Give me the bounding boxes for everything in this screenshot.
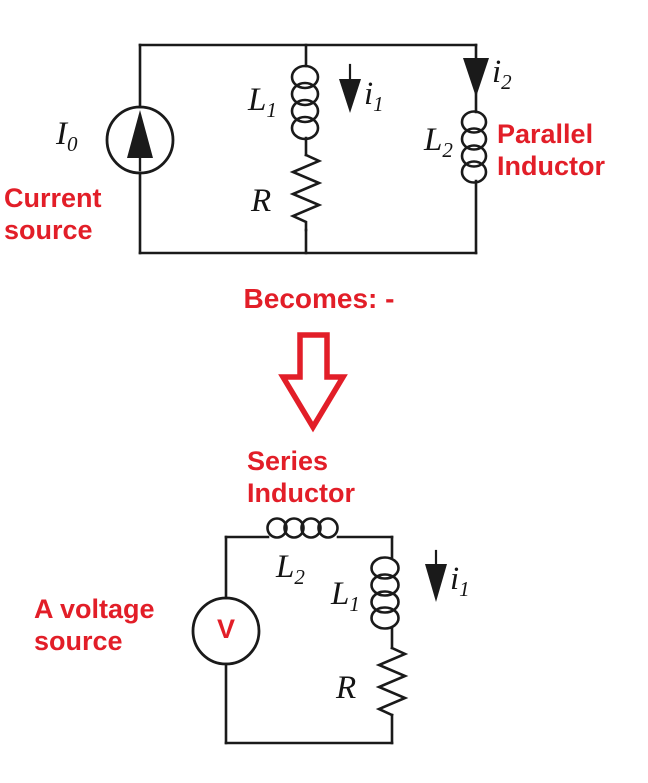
top-inductor2-label: L2 [424,122,453,163]
top-current1-label: i1 [364,76,384,117]
becomes-text: Becomes: - [243,283,395,314]
bottom-inductor1-label: L1 [331,576,360,617]
top-inductor2-coil [460,110,488,184]
top-resistor-zigzag [289,153,323,232]
voltage-source-symbol-label: V [216,614,235,644]
bottom-inductor2-label: L2 [276,549,305,590]
bottom-circuit [191,517,447,745]
bottom-current1-label: i1 [450,561,470,602]
top-inductor1-coil [290,64,320,141]
block-arrow-down-icon [278,332,348,433]
top-inductor1-label: L1 [248,82,277,123]
current-source-annotation: Current source [4,183,102,245]
bottom-resistor-zigzag [375,646,409,717]
bottom-current1-arrow-down-icon [425,564,447,602]
parallel-inductor-annotation: Parallel Inductor [497,119,605,181]
current-source-circle [105,105,175,175]
voltage-source-annotation: A voltage source [34,594,155,656]
top-current2-arrow-down-icon [463,58,489,97]
voltage-source-circle [191,596,261,666]
bottom-inductor1-coil [370,556,400,630]
top-circuit [105,43,489,255]
top-resistor-label: R [251,183,272,219]
bottom-resistor-label: R [336,670,357,706]
current-source-arrow-up-icon [127,110,153,158]
top-source-symbol-label: I0 [56,116,78,157]
top-current2-label: i2 [492,54,512,95]
bottom-inductor2-coil [266,517,339,539]
series-inductor-annotation: Series Inductor [247,446,355,508]
top-current1-arrow-down-icon [339,79,361,113]
